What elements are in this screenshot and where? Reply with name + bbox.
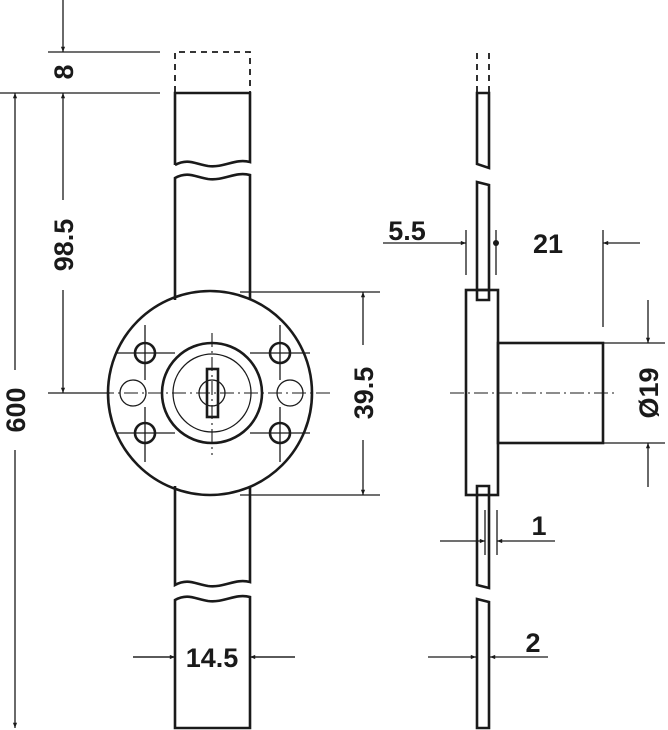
rod-bottom-segment bbox=[173, 594, 252, 730]
front-centerline bbox=[100, 333, 330, 455]
side-view bbox=[450, 52, 615, 730]
dim-rod-length: 600 bbox=[1, 387, 31, 432]
side-rod-upper bbox=[475, 180, 491, 292]
dim-plate-offset: 5.5 bbox=[388, 216, 426, 246]
side-dimensions: 5.5 21 Ø19 1 2 bbox=[383, 216, 665, 660]
dim-cylinder-length: 21 bbox=[533, 229, 563, 259]
front-view bbox=[100, 51, 330, 730]
dim-cylinder-diameter: Ø19 bbox=[634, 367, 664, 418]
side-rod-bottom bbox=[475, 597, 491, 730]
dim-plate-thickness: 1 bbox=[531, 511, 546, 541]
dim-rosette-height: 39.5 bbox=[349, 367, 379, 420]
dim-rod-thickness: 2 bbox=[525, 628, 540, 658]
dim-rod-offset: 8 bbox=[49, 64, 79, 79]
rod-middle-segment bbox=[173, 172, 252, 588]
screw-holes bbox=[115, 325, 310, 462]
front-dimensions: 8 98.5 600 39.5 14.5 bbox=[0, 0, 380, 728]
side-rod-top bbox=[475, 91, 491, 170]
rod-top-segment bbox=[173, 91, 252, 168]
side-rod-lower bbox=[475, 495, 491, 590]
dim-rod-width: 14.5 bbox=[186, 643, 239, 673]
rod-dashed-extension bbox=[174, 51, 251, 92]
dim-center-distance: 98.5 bbox=[49, 219, 79, 272]
